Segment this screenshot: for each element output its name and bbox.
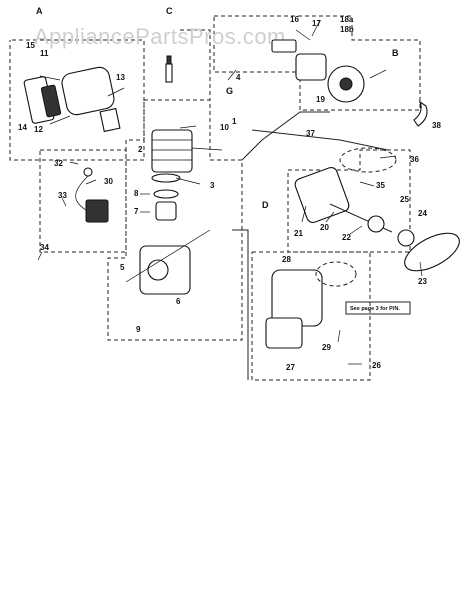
callout-30: 30	[104, 177, 113, 186]
piston	[155, 201, 177, 221]
spark-plug	[165, 63, 173, 83]
callout-6: 6	[176, 297, 181, 306]
ignition-wire	[75, 175, 89, 211]
crankshaft-bearing	[147, 259, 169, 281]
callout-11: 11	[40, 49, 49, 58]
assembly-36-ellipse	[339, 147, 397, 173]
callout-26: 26	[372, 361, 381, 370]
housing-tube	[271, 39, 297, 53]
callout-33: 33	[58, 191, 67, 200]
ring-8	[153, 189, 179, 199]
ignition-boundary	[39, 149, 127, 253]
group-boundaries	[9, 15, 421, 381]
callout-12: 12	[34, 125, 43, 134]
leader-lines	[37, 19, 423, 365]
callout-2: 2	[138, 145, 143, 154]
gasket-3	[151, 173, 181, 183]
callout-32: 32	[54, 159, 63, 168]
callout-16: 16	[290, 15, 299, 24]
callout-21: 21	[294, 229, 303, 238]
callout-19: 19	[316, 95, 325, 104]
callout-3: 3	[210, 181, 215, 190]
callout-22: 22	[342, 233, 351, 242]
callout-1: 1	[232, 117, 237, 126]
watermark-text: AppliancePartsPros.com	[34, 24, 286, 49]
gearbox-head	[295, 53, 327, 81]
callout-14: 14	[18, 123, 27, 132]
callout-34: 34	[40, 243, 49, 252]
callout-8: 8	[134, 189, 139, 198]
callout-9: 9	[136, 325, 141, 334]
group-label-d: D	[262, 200, 269, 210]
housing-26-boundary	[251, 251, 371, 381]
callout-25: 25	[400, 195, 409, 204]
guard-23	[404, 232, 460, 272]
clutch-hub	[339, 77, 353, 91]
spark-boot	[83, 167, 93, 177]
group-a-boundary	[9, 39, 145, 161]
callout-29: 29	[322, 343, 331, 352]
air-cleaner-housing	[61, 66, 115, 116]
note-text: See page 3 for P/N.	[350, 306, 400, 312]
callout-7: 7	[134, 207, 139, 216]
callout-24: 24	[418, 209, 427, 218]
callout-35: 35	[376, 181, 385, 190]
gasket-13	[99, 107, 121, 133]
callout-38: 38	[432, 121, 441, 130]
group-label-g: G	[226, 86, 233, 96]
ignition-parts	[75, 167, 109, 223]
group-label-layer: A B C D G	[36, 6, 399, 210]
coupler-housing	[294, 167, 350, 223]
crankshaft	[125, 229, 211, 283]
ignition-module	[85, 199, 109, 223]
group-label-a: A	[36, 6, 43, 16]
frame-line-1	[241, 111, 330, 161]
cylinder	[151, 129, 193, 173]
spool-24	[397, 229, 415, 247]
note-box	[345, 301, 411, 315]
callout-5a: 5	[120, 263, 125, 272]
callout-4: 4	[236, 73, 241, 82]
callout-18b: 18b	[340, 25, 354, 34]
bearing-25	[367, 215, 385, 233]
air-filter-parts	[23, 66, 121, 133]
drive-parts	[294, 147, 460, 272]
callout-15: 15	[26, 41, 35, 50]
callout-18a: 18a	[340, 15, 354, 24]
group-label-c: C	[166, 6, 173, 16]
callout-27: 27	[286, 363, 295, 372]
frame-line-3	[232, 229, 249, 380]
spark-plug-tip	[166, 55, 172, 65]
group-c-boundary	[180, 29, 211, 100]
callout-37: 37	[306, 129, 315, 138]
ellipse-28	[315, 261, 357, 287]
callout-17: 17	[312, 19, 321, 28]
frame-line-2	[251, 129, 389, 151]
callout-layer: 1 2 3 4 5 6 7 8 9 10 11 12 13 14 15 16 1…	[18, 15, 441, 372]
part-38	[413, 100, 428, 127]
callout-28: 28	[282, 255, 291, 264]
callout-20: 20	[320, 223, 329, 232]
group-label-b: B	[392, 48, 399, 58]
head-parts	[271, 39, 428, 127]
filter-element	[40, 84, 62, 118]
callout-13: 13	[116, 73, 125, 82]
callout-10: 10	[220, 123, 229, 132]
engine-parts	[125, 55, 211, 295]
housing-parts: See page 3 for P/N.	[265, 261, 411, 349]
gasket-27	[265, 317, 303, 349]
group-g-boundary	[107, 99, 243, 341]
callout-36: 36	[410, 155, 419, 164]
callout-23: 23	[418, 277, 427, 286]
